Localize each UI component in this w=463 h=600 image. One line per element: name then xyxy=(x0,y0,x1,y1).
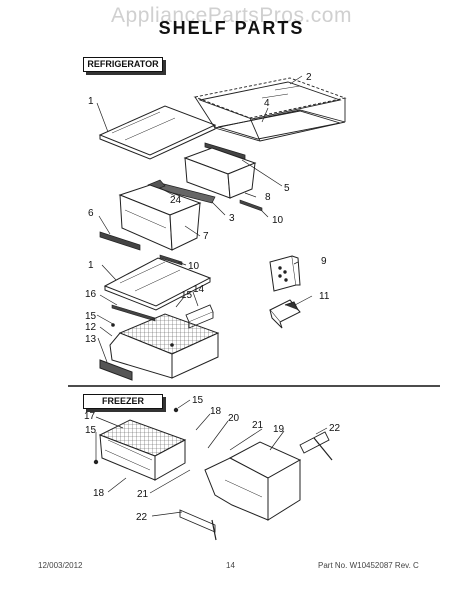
callout-3: 3 xyxy=(229,213,235,224)
callout-15b: 15 xyxy=(85,311,97,322)
callout-5: 5 xyxy=(284,183,290,194)
callout-18b: 18 xyxy=(93,488,105,499)
part-freezer-bin xyxy=(204,441,302,521)
freezer-section-label: FREEZER xyxy=(83,394,163,409)
part-freezer-basket-upper xyxy=(98,419,187,481)
callout-15d: 15 xyxy=(85,425,97,436)
part-rail-22-lower xyxy=(179,509,217,541)
callout-12: 12 xyxy=(85,322,97,333)
part-upper-drawer xyxy=(183,147,257,199)
footer-date: 12/003/2012 xyxy=(38,561,83,570)
callout-4: 4 xyxy=(264,98,270,109)
callout-9: 9 xyxy=(321,256,327,267)
callout-24: 24 xyxy=(170,195,182,206)
callout-14: 14 xyxy=(193,284,205,295)
callout-10a: 10 xyxy=(272,215,284,226)
part-shelf-frame-assembly xyxy=(193,77,347,142)
part-glass-shelf-upper xyxy=(98,105,217,160)
callout-15a: 15 xyxy=(181,290,193,301)
part-crisper-drawer xyxy=(99,313,220,381)
part-bracket-14 xyxy=(185,304,214,329)
callout-22b: 22 xyxy=(136,512,148,523)
callout-16: 16 xyxy=(85,289,97,300)
part-glass-shelf-lower xyxy=(103,257,212,311)
part-drawer-rail-10 xyxy=(159,254,183,266)
callout-17: 17 xyxy=(84,411,96,422)
part-filter-cover-11 xyxy=(269,299,301,329)
part-air-filter-9 xyxy=(269,255,301,292)
callout-13: 13 xyxy=(85,334,97,345)
part-screws xyxy=(93,323,179,465)
callout-1: 1 xyxy=(88,96,94,107)
page-title: SHELF PARTS xyxy=(158,18,305,38)
part-drawer-rail-6 xyxy=(99,231,141,251)
footer-page-number: 14 xyxy=(226,561,235,570)
callout-6: 6 xyxy=(88,208,94,219)
callout-21a: 21 xyxy=(252,420,264,431)
callout-1b: 1 xyxy=(88,260,94,271)
callout-15c: 15 xyxy=(192,395,204,406)
callout-8: 8 xyxy=(265,192,271,203)
callout-20: 20 xyxy=(228,413,240,424)
footer-part-number: Part No. W10452087 Rev. C xyxy=(318,561,419,570)
callout-11: 11 xyxy=(319,291,330,302)
refrigerator-section-label: REFRIGERATOR xyxy=(83,57,163,72)
callout-21b: 21 xyxy=(137,489,149,500)
part-middle-drawer xyxy=(118,184,202,251)
leader-lines xyxy=(95,75,328,517)
callout-7: 7 xyxy=(203,231,209,242)
callout-10b: 10 xyxy=(188,261,200,272)
part-drawer-rail-8 xyxy=(239,199,263,212)
part-rail-22-upper xyxy=(299,431,333,461)
watermark: AppliancePartsPros.com xyxy=(111,4,352,27)
callout-2: 2 xyxy=(306,72,312,83)
callout-18a: 18 xyxy=(210,406,222,417)
callout-19: 19 xyxy=(273,424,285,435)
callout-22a: 22 xyxy=(329,423,341,434)
